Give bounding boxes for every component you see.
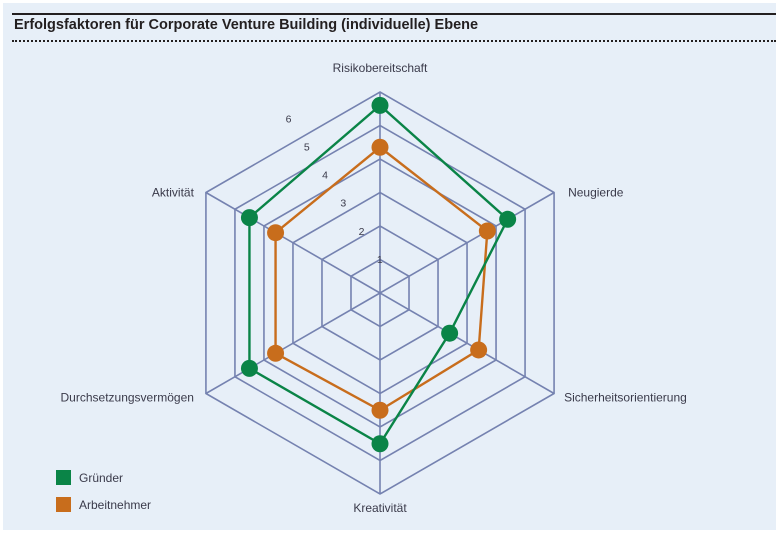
chart-panel: [3, 3, 776, 530]
data-point-1-5: [267, 224, 285, 242]
grid-spoke: [205, 292, 381, 395]
legend-label: Arbeitnehmer: [79, 497, 152, 512]
axis-label: Sicherheitsorientierung: [564, 391, 687, 405]
tick-label: 2: [359, 226, 365, 238]
series-line-1: [274, 145, 489, 412]
tick-label: 5: [304, 142, 310, 154]
tick-label: 6: [286, 113, 292, 125]
legend-label: Gründer: [79, 470, 124, 485]
title-rule: [12, 13, 776, 15]
tick-label: 3: [340, 198, 346, 210]
data-point-1-1: [478, 222, 496, 240]
axis-label: Neugierde: [568, 186, 624, 200]
title-divider: [12, 40, 776, 42]
data-point-0-5: [240, 209, 258, 227]
data-point-1-2: [470, 341, 488, 359]
data-point-0-3: [371, 435, 389, 453]
data-point-0-4: [240, 359, 258, 377]
data-point-0-2: [441, 324, 459, 342]
grid-spoke: [379, 191, 555, 294]
axis-label: Risikobereitschaft: [333, 61, 428, 75]
axis-label: Durchsetzungsvermögen: [61, 391, 194, 405]
grid-spoke: [205, 191, 381, 294]
axis-label: Aktivität: [152, 186, 195, 200]
chart-title: Erfolgsfaktoren für Corporate Venture Bu…: [14, 17, 479, 33]
grid-spoke: [379, 292, 555, 395]
data-point-0-1: [499, 210, 517, 228]
data-point-1-3: [371, 401, 389, 419]
data-point-1-0: [371, 138, 389, 156]
data-point-1-4: [267, 344, 285, 362]
tick-label: 1: [377, 254, 383, 266]
data-point-0-0: [371, 96, 389, 114]
legend-item-gruender: Gründer: [56, 470, 123, 485]
legend-swatch: [56, 497, 71, 512]
legend-swatch: [56, 470, 71, 485]
axis-label: Kreativität: [353, 501, 407, 515]
tick-label: 4: [322, 170, 328, 182]
legend-item-arbeitnehmer: Arbeitnehmer: [56, 497, 151, 512]
